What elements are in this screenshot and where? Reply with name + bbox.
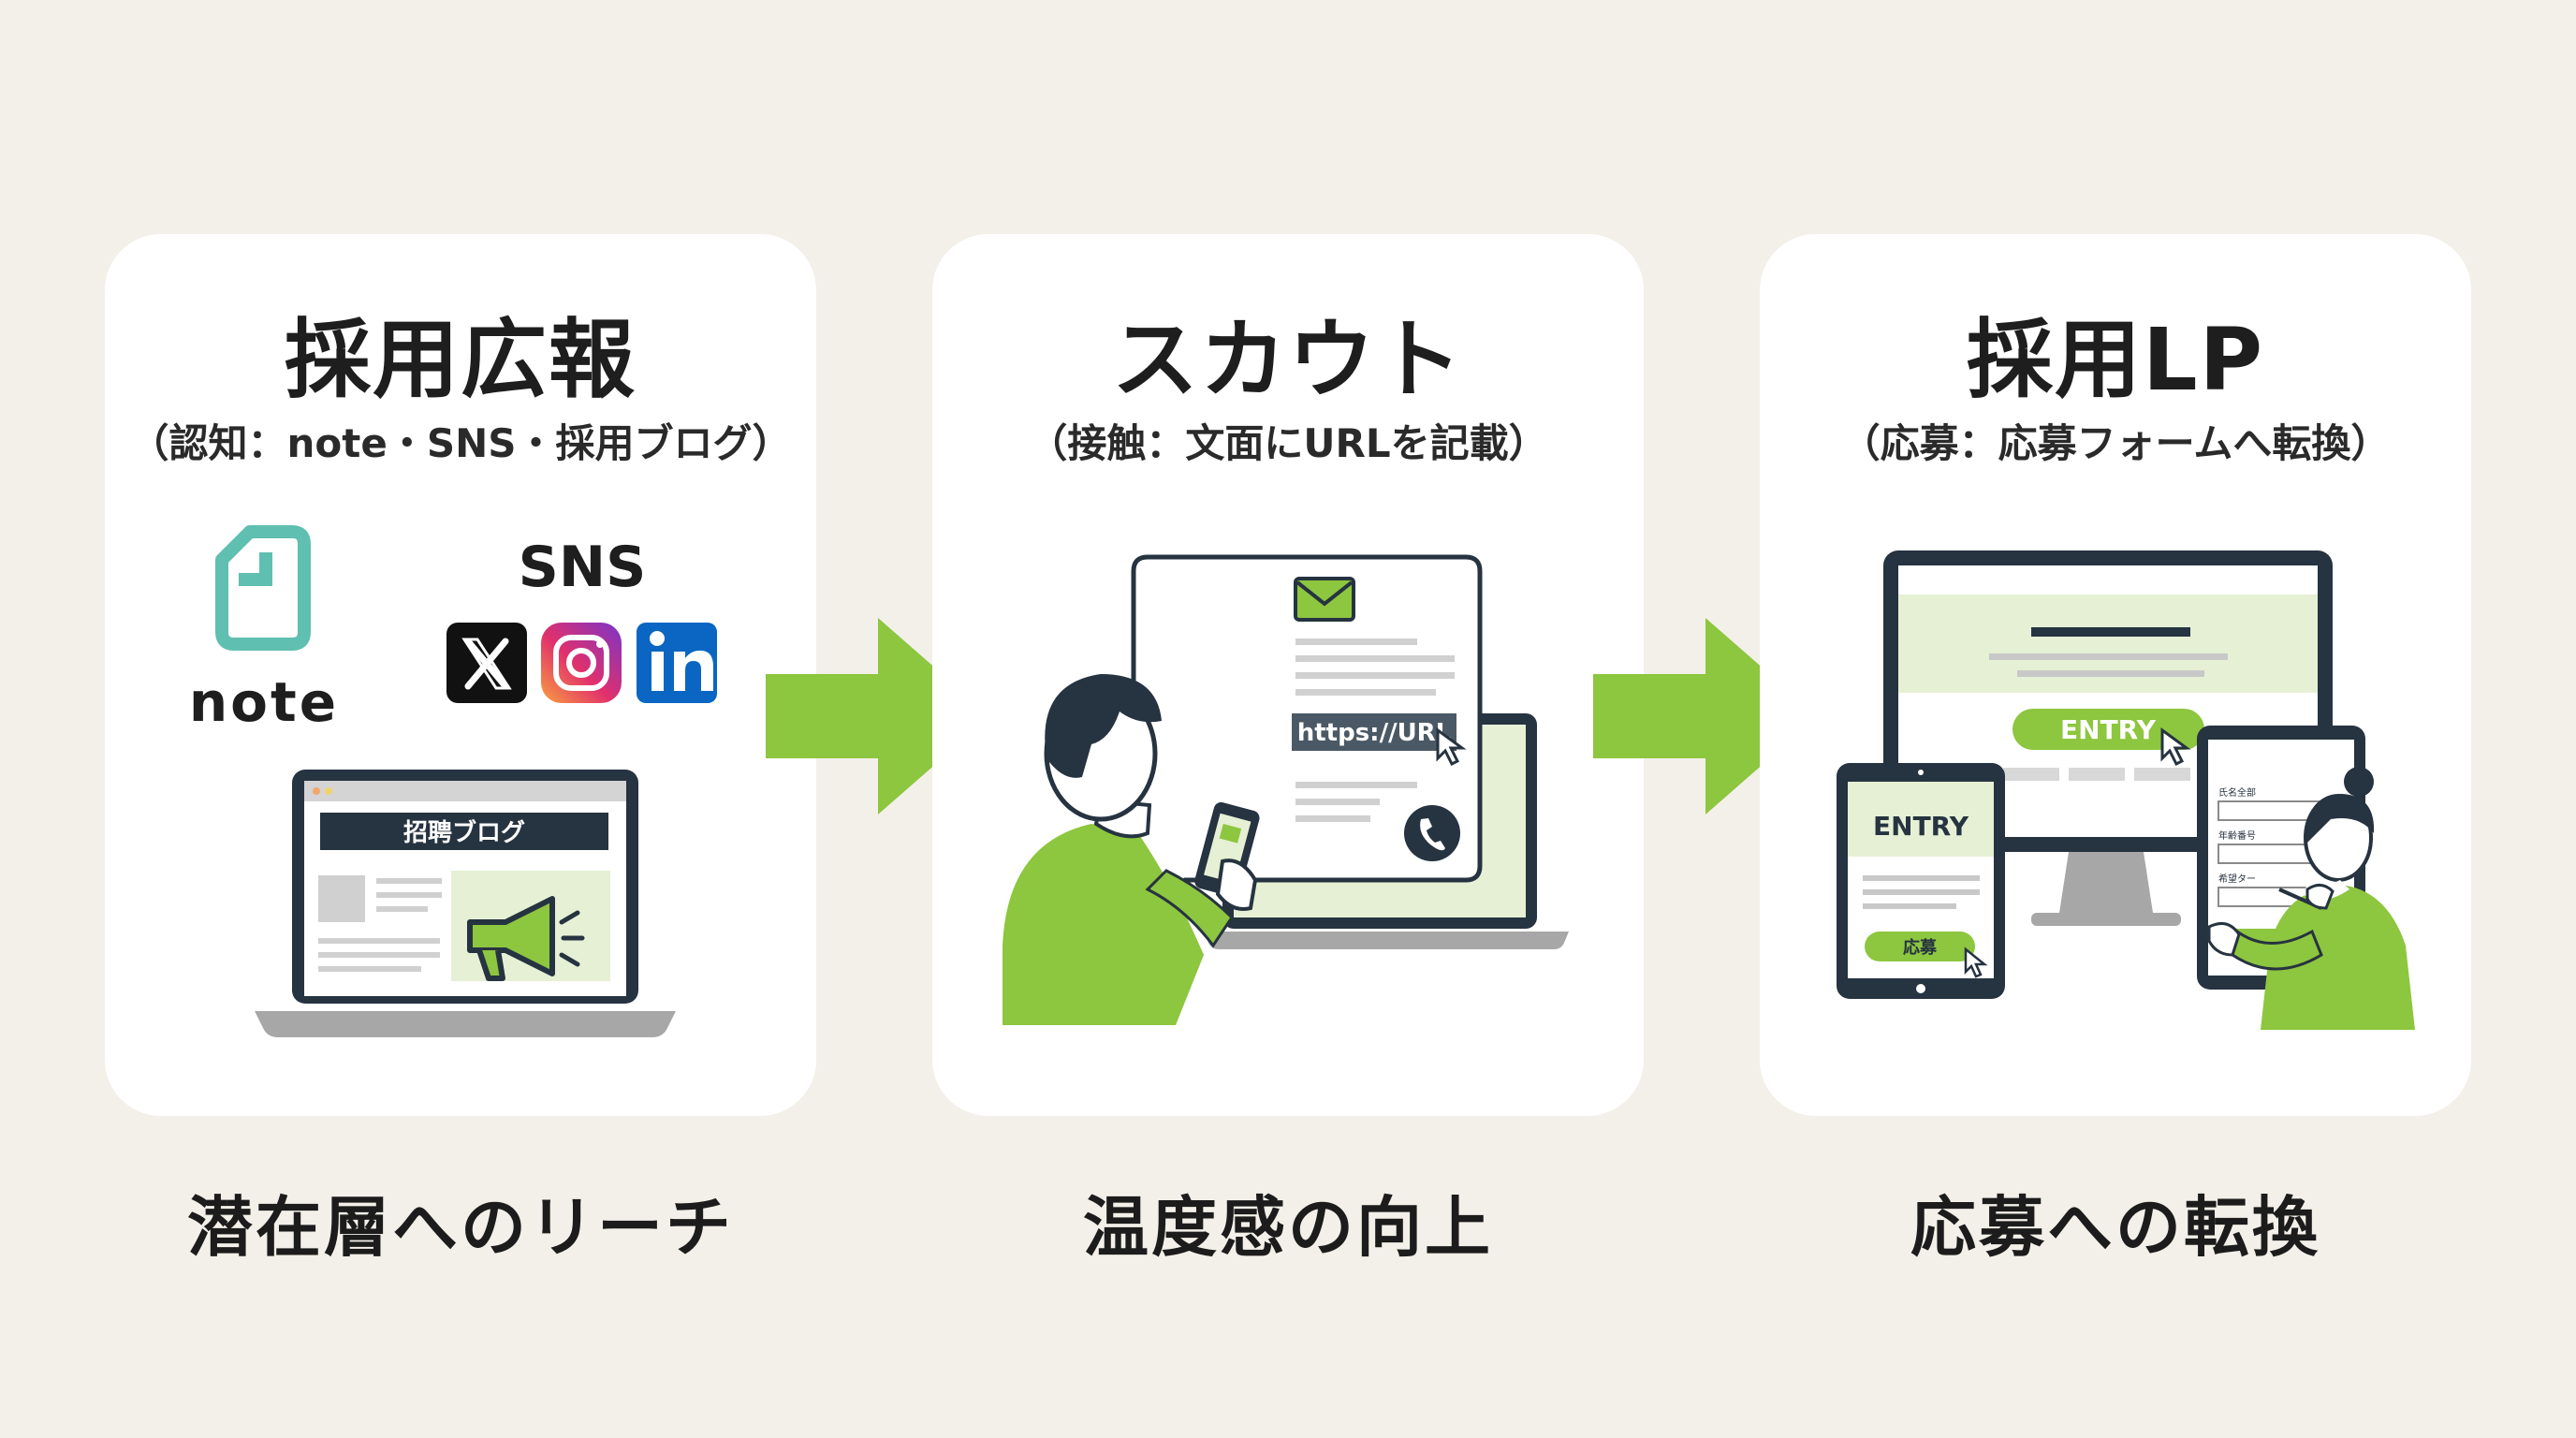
blog-title-label: 招聘ブログ [403, 818, 525, 847]
step-caption: 潜在層へのリーチ [187, 1189, 734, 1266]
instagram-icon [541, 623, 622, 703]
step-caption: 温度感の向上 [1083, 1189, 1493, 1266]
cursor-icon [1436, 727, 1467, 767]
step-caption: 応募への転換 [1910, 1189, 2320, 1266]
form-label-number: 年齢番号 [2218, 829, 2256, 842]
sns-label: SNS [519, 535, 647, 600]
step-title: 採用LP [1966, 310, 2265, 410]
form-label-name: 氏名全部 [2218, 786, 2256, 799]
step-card-recruiting-pr: 採用広報 （認知：note・SNS・採用ブログ） note SNS [105, 234, 816, 1116]
url-label: https://URL [1297, 719, 1452, 747]
step-subtitle: （認知：note・SNS・採用ブログ） [129, 420, 792, 466]
megaphone-icon [467, 896, 585, 981]
recruiting-pr-illustration: note SNS [189, 525, 717, 1037]
phone-icon [1404, 805, 1460, 861]
mail-icon [1294, 577, 1355, 622]
cursor-icon [1964, 946, 1988, 978]
laptop-illustration: 招聘ブログ [255, 770, 676, 1037]
recruiting-lp-illustration: ENTRY ENTRY 応募 氏名全部 年齢番号 希望ター [1837, 550, 2415, 1030]
note-icon [215, 525, 311, 651]
linkedin-icon [637, 623, 717, 703]
person-with-phone-illustration [1003, 674, 1260, 1025]
x-icon [446, 623, 527, 703]
step-card-recruiting-lp: 採用LP （応募：応募フォームへ転換） ENTRY ENTRY 応募 [1760, 234, 2471, 1116]
step-subtitle: （接触：文面にURLを記載） [1028, 420, 1548, 466]
step-subtitle: （応募：応募フォームへ転換） [1840, 420, 2391, 466]
cursor-icon [2160, 727, 2191, 767]
scout-illustration: https://URL [1003, 554, 1569, 1025]
person-filling-form-illustration [2207, 767, 2415, 1030]
desktop-entry-button: ENTRY [2060, 714, 2157, 745]
tablet-apply-button: 応募 [1903, 937, 1938, 958]
step-title: スカウト [1111, 310, 1464, 410]
step-title: 採用広報 [284, 310, 637, 410]
step-card-scout: スカウト （接触：文面にURLを記載） https://URL [932, 234, 1644, 1116]
form-label-preference: 希望ター [2218, 873, 2256, 885]
tablet-entry-title: ENTRY [1873, 811, 1969, 842]
note-label: note [189, 670, 339, 734]
